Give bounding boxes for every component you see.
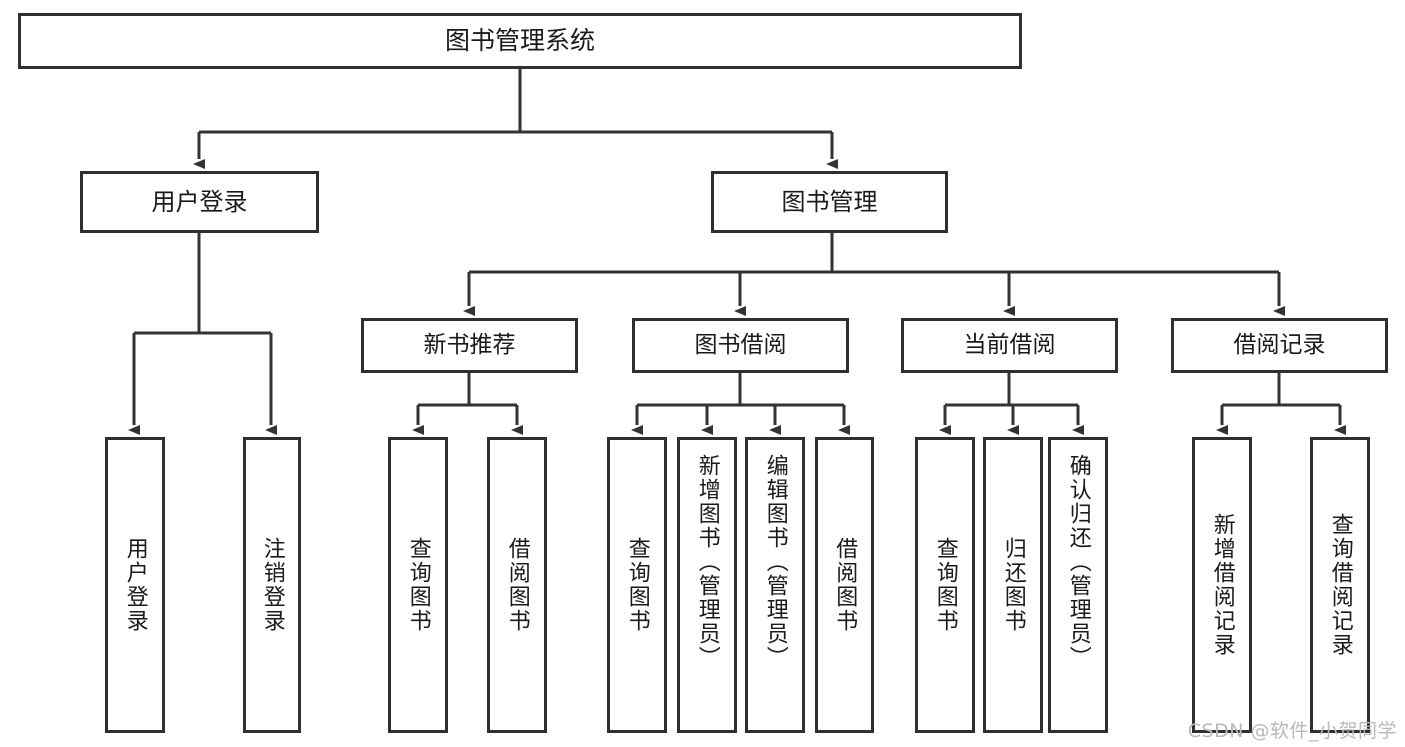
node-current-borrow[interactable]: 当前借阅 bbox=[901, 318, 1118, 373]
node-label: 注销登录 bbox=[259, 537, 285, 633]
node-label: 查询借阅记录 bbox=[1327, 513, 1353, 657]
node-label: 用户登录 bbox=[122, 537, 148, 633]
node-label: 图书借阅 bbox=[694, 332, 787, 359]
node-book-manage[interactable]: 图书管理 bbox=[711, 171, 948, 233]
node-leaf-borrow-book-rec[interactable]: 借阅图书 bbox=[487, 437, 547, 733]
node-leaf-add-book[interactable]: 新增图书（管理员） bbox=[677, 437, 737, 733]
node-leaf-add-record[interactable]: 新增借阅记录 bbox=[1192, 437, 1252, 733]
node-label: 借阅图书 bbox=[504, 537, 530, 633]
node-leaf-borrow-book[interactable]: 借阅图书 bbox=[815, 437, 874, 733]
node-root-book-management-system[interactable]: 图书管理系统 bbox=[18, 13, 1022, 69]
node-label: 新书推荐 bbox=[423, 332, 516, 359]
node-label: 归还图书 bbox=[1000, 537, 1026, 633]
node-root-label: 图书管理系统 bbox=[444, 26, 595, 56]
node-leaf-query-book-rec[interactable]: 查询图书 bbox=[388, 437, 448, 733]
node-new-book-recommend[interactable]: 新书推荐 bbox=[361, 318, 578, 373]
node-leaf-query-record[interactable]: 查询借阅记录 bbox=[1310, 437, 1370, 733]
node-label: 查询图书 bbox=[624, 537, 650, 633]
node-label: 当前借阅 bbox=[963, 332, 1056, 359]
node-label: 借阅记录 bbox=[1233, 332, 1326, 359]
node-label: 新增借阅记录 bbox=[1209, 513, 1235, 657]
node-label: 借阅图书 bbox=[832, 537, 858, 633]
node-leaf-user-login[interactable]: 用户登录 bbox=[105, 437, 165, 733]
node-leaf-query-book-borrow[interactable]: 查询图书 bbox=[607, 437, 667, 733]
node-leaf-return-book[interactable]: 归还图书 bbox=[983, 437, 1043, 733]
node-borrow-record[interactable]: 借阅记录 bbox=[1171, 318, 1388, 373]
node-leaf-confirm-return[interactable]: 确认归还（管理员） bbox=[1048, 437, 1108, 733]
node-book-borrow[interactable]: 图书借阅 bbox=[632, 318, 849, 373]
node-label: 查询图书 bbox=[405, 537, 431, 633]
node-label: 确认归还（管理员） bbox=[1065, 454, 1091, 670]
node-leaf-user-logout[interactable]: 注销登录 bbox=[243, 437, 301, 733]
node-label: 图书管理 bbox=[781, 188, 878, 216]
node-label: 查询图书 bbox=[932, 537, 958, 633]
node-user-login[interactable]: 用户登录 bbox=[80, 171, 319, 233]
node-label: 新增图书（管理员） bbox=[694, 454, 720, 670]
node-label: 编辑图书（管理员） bbox=[762, 454, 788, 670]
csdn-watermark: CSDN @软件_小贺同学 bbox=[1187, 720, 1397, 742]
node-leaf-edit-book[interactable]: 编辑图书（管理员） bbox=[745, 437, 805, 733]
node-leaf-query-book-cur[interactable]: 查询图书 bbox=[915, 437, 975, 733]
node-label: 用户登录 bbox=[151, 188, 248, 216]
